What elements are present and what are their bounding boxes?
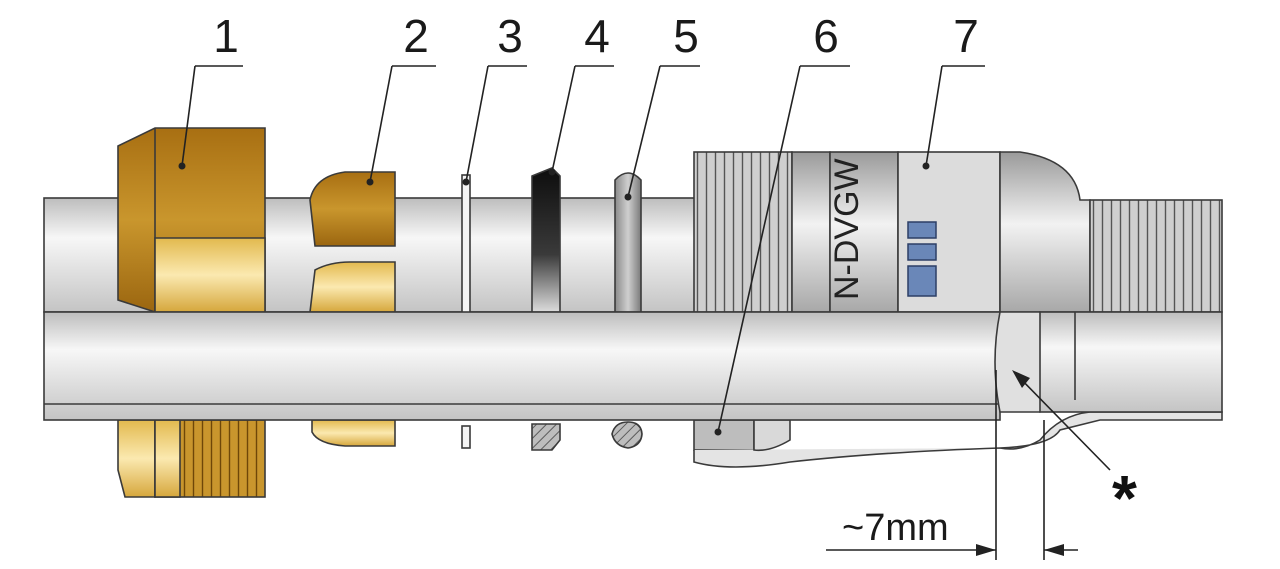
callout-dot <box>366 178 374 186</box>
dimension-annotation: ~7mm <box>826 370 1078 560</box>
callout-leader <box>925 65 943 167</box>
callout-3: 3 <box>462 10 527 186</box>
callout-number: 7 <box>953 10 979 62</box>
callout-dot <box>714 428 722 436</box>
callout-number: 1 <box>213 10 239 62</box>
callout-number: 6 <box>813 10 839 62</box>
callout-labels: 1 2 3 4 5 6 7 <box>178 10 985 436</box>
callout-leader <box>369 65 393 183</box>
callout-4: 4 <box>548 10 614 176</box>
callout-leader <box>465 65 489 183</box>
callout-leader <box>181 65 196 167</box>
dimension-label: ~7mm <box>842 507 949 549</box>
fitting-body: N-DVGW <box>693 151 1223 468</box>
callout-leader <box>627 65 661 198</box>
pipe-front <box>43 311 1001 421</box>
callout-dot <box>922 162 930 170</box>
body-marking: N-DVGW <box>828 158 866 300</box>
callout-1: 1 <box>178 10 243 170</box>
footnote-marker: * <box>1012 370 1137 534</box>
callout-number: 2 <box>403 10 429 62</box>
callout-7: 7 <box>922 10 985 170</box>
callout-number: 3 <box>497 10 523 62</box>
callout-leader <box>717 65 801 433</box>
callout-number: 4 <box>584 10 610 62</box>
callout-dot <box>624 193 632 201</box>
callout-number: 5 <box>673 10 699 62</box>
callout-dot <box>462 178 470 186</box>
callout-2: 2 <box>366 10 436 186</box>
manufacturer-logo <box>907 221 937 297</box>
asterisk-symbol: * <box>1112 462 1137 534</box>
callout-dot <box>548 168 556 176</box>
callout-6: 6 <box>714 10 850 436</box>
o-ring-black <box>531 167 561 451</box>
callout-dot <box>178 162 186 170</box>
callout-5: 5 <box>624 10 700 201</box>
callout-leader <box>551 65 576 173</box>
clamp-ring <box>309 171 396 447</box>
